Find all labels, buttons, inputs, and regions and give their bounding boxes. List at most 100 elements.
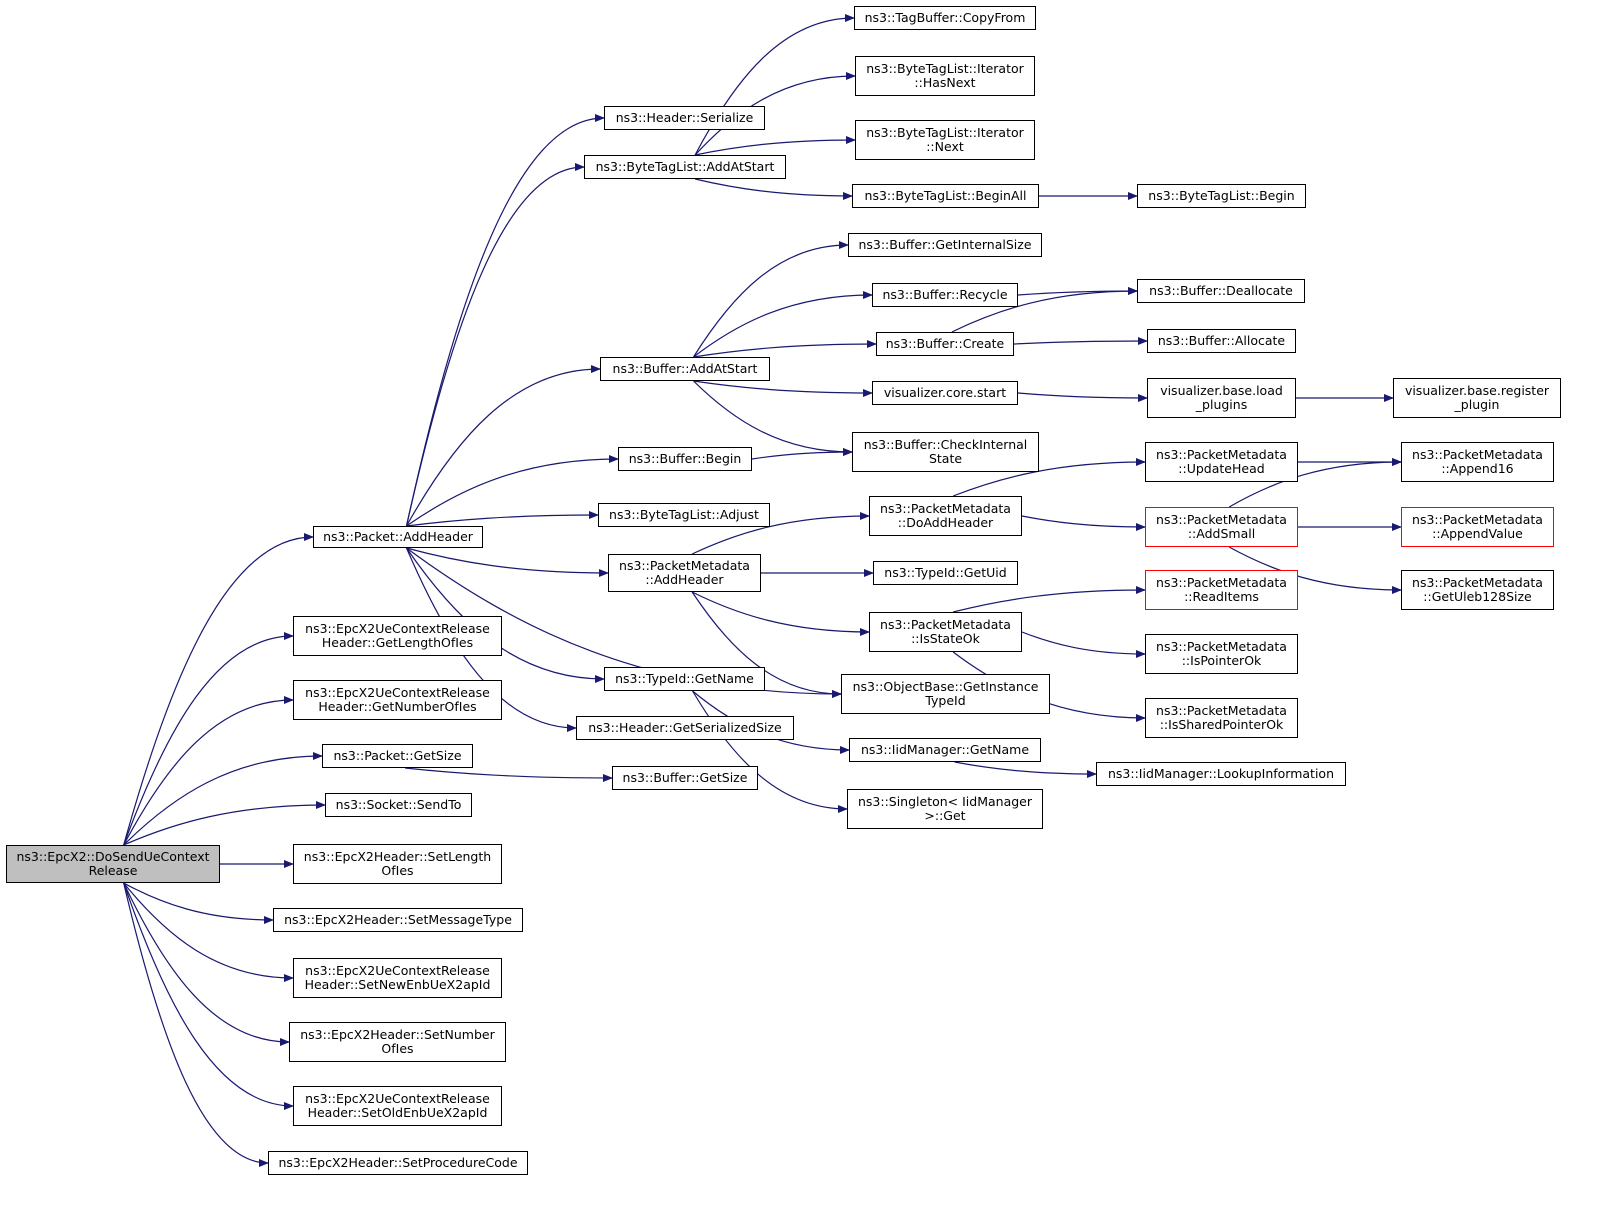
node-pm-getuleb128size[interactable]: ns3::PacketMetadata::GetUleb128Size [1401, 570, 1554, 610]
node-label: visualizer.base.register_plugin [1405, 384, 1549, 412]
edge-packet-getsize-to-buffer-getsize [404, 767, 613, 782]
node-label-line: State [928, 451, 963, 466]
node-iidmanager-lookupinformation[interactable]: ns3::IidManager::LookupInformation [1096, 762, 1346, 786]
node-label-line: OfIes [381, 1041, 414, 1056]
edge-packet-addheader-to-header-getserializedsize [405, 547, 577, 732]
node-btl-it-hasnext[interactable]: ns3::ByteTagList::Iterator::HasNext [855, 56, 1035, 96]
node-header-serialize[interactable]: ns3::Header::Serialize [604, 106, 765, 130]
node-pm-ispointerok[interactable]: ns3::PacketMetadata::IsPointerOk [1145, 634, 1298, 674]
node-socket-sendto[interactable]: ns3::Socket::SendTo [325, 793, 472, 817]
node-label-line: ns3::EpcX2UeContextRelease [305, 621, 490, 636]
node-singleton-get[interactable]: ns3::Singleton< IidManager>::Get [847, 789, 1043, 829]
node-packet-getsize[interactable]: ns3::Packet::GetSize [322, 744, 473, 768]
node-typeid-getname[interactable]: ns3::TypeId::GetName [604, 667, 765, 691]
edge-buffer-create-to-buffer-deallocate [951, 287, 1138, 333]
edge-packet-addheader-to-buffer-begin [406, 455, 619, 527]
edge-pm-addheader-to-objectbase-getinstancetypeid [691, 591, 842, 698]
node-label-line: ns3::Buffer::Recycle [882, 287, 1008, 302]
node-label: ns3::PacketMetadata::IsPointerOk [1156, 640, 1287, 668]
node-label-line: ns3::ByteTagList::Iterator [866, 125, 1024, 140]
node-label-line: ns3::PacketMetadata [1412, 512, 1543, 527]
node-label-line: ns3::EpcX2UeContextRelease [305, 685, 490, 700]
node-label-line: ns3::EpcX2::DoSendUeContext [16, 849, 210, 864]
node-btl-beginall[interactable]: ns3::ByteTagList::BeginAll [852, 184, 1039, 208]
node-label-line: ::IsStateOk [911, 631, 980, 646]
node-btl-adjust[interactable]: ns3::ByteTagList::Adjust [598, 503, 770, 527]
edge-buffer-addatstart-to-buffer-checkinternalstate [693, 380, 853, 456]
node-label: ns3::Buffer::Deallocate [1149, 284, 1293, 298]
node-label: ns3::ByteTagList::Begin [1148, 189, 1294, 203]
node-label-line: ns3::EpcX2Header::SetProcedureCode [278, 1155, 518, 1170]
node-label-line: ns3::Packet::GetSize [333, 748, 462, 763]
node-label-line: ns3::TypeId::GetUid [884, 565, 1007, 580]
node-label: ns3::Socket::SendTo [336, 798, 462, 812]
node-pm-addheader[interactable]: ns3::PacketMetadata::AddHeader [608, 554, 761, 592]
node-label-line: ::AppendValue [1432, 526, 1523, 541]
node-pm-issharedpointerok[interactable]: ns3::PacketMetadata::IsSharedPointerOk [1145, 698, 1298, 738]
edge-packet-addheader-to-buffer-addatstart [405, 365, 601, 527]
node-buffer-deallocate[interactable]: ns3::Buffer::Deallocate [1137, 279, 1305, 303]
node-label: ns3::PacketMetadata::UpdateHead [1156, 448, 1287, 476]
node-label: ns3::Header::GetSerializedSize [588, 721, 782, 735]
node-setprocedurecode[interactable]: ns3::EpcX2Header::SetProcedureCode [268, 1151, 528, 1175]
node-label-line: ns3::Buffer::GetInternalSize [858, 237, 1032, 252]
node-buffer-getsize[interactable]: ns3::Buffer::GetSize [612, 766, 758, 790]
node-pm-appendvalue[interactable]: ns3::PacketMetadata::AppendValue [1401, 507, 1554, 547]
node-label: ns3::Buffer::Create [886, 337, 1005, 351]
node-buffer-allocate[interactable]: ns3::Buffer::Allocate [1147, 329, 1296, 353]
edge-root-to-setprocedurecode [123, 882, 269, 1167]
node-label-line: ::UpdateHead [1178, 461, 1265, 476]
node-label-line: ns3::PacketMetadata [880, 501, 1011, 516]
node-buffer-recycle[interactable]: ns3::Buffer::Recycle [872, 283, 1018, 307]
node-header-getserializedsize[interactable]: ns3::Header::GetSerializedSize [576, 716, 794, 740]
node-vis-base-register-plugin[interactable]: visualizer.base.register_plugin [1393, 378, 1561, 418]
node-label: ns3::PacketMetadata::Append16 [1412, 448, 1543, 476]
node-packet-addheader[interactable]: ns3::Packet::AddHeader [313, 526, 483, 548]
node-label-line: Header::SetOldEnbUeX2apId [307, 1105, 488, 1120]
node-label-line: ::AddSmall [1187, 526, 1256, 541]
node-typeid-getuid[interactable]: ns3::TypeId::GetUid [873, 561, 1018, 585]
node-pm-isstateok[interactable]: ns3::PacketMetadata::IsStateOk [869, 612, 1022, 652]
node-pm-doaddheader[interactable]: ns3::PacketMetadata::DoAddHeader [869, 496, 1022, 536]
node-pm-append16[interactable]: ns3::PacketMetadata::Append16 [1401, 442, 1554, 482]
node-pm-readitems[interactable]: ns3::PacketMetadata::ReadItems [1145, 570, 1298, 610]
node-vis-base-load-plugins[interactable]: visualizer.base.load_plugins [1147, 378, 1296, 418]
node-buffer-begin[interactable]: ns3::Buffer::Begin [618, 447, 752, 471]
node-label: ns3::TypeId::GetUid [884, 566, 1006, 580]
node-pm-addsmall[interactable]: ns3::PacketMetadata::AddSmall [1145, 507, 1298, 547]
node-vis-core-start[interactable]: visualizer.core.start [872, 381, 1018, 405]
node-buffer-create[interactable]: ns3::Buffer::Create [876, 332, 1014, 356]
node-setmessagetype[interactable]: ns3::EpcX2Header::SetMessageType [273, 908, 523, 932]
node-iidmanager-getname[interactable]: ns3::IidManager::GetName [849, 738, 1041, 762]
node-label-line: ns3::PacketMetadata [1156, 639, 1287, 654]
node-label: ns3::Buffer::GetInternalSize [858, 238, 1031, 252]
node-label-line: ::IsPointerOk [1181, 653, 1262, 668]
edge-root-to-getlengthofies [123, 632, 294, 846]
edge-buffer-addatstart-to-buffer-recycle [693, 291, 873, 358]
edge-packet-addheader-to-btl-addatstart [405, 163, 585, 527]
edge-root-to-getnumberofies [123, 696, 294, 846]
node-btl-addatstart[interactable]: ns3::ByteTagList::AddAtStart [584, 155, 786, 179]
node-label-line: ::DoAddHeader [897, 515, 994, 530]
edge-btl-addatstart-to-tagbuffer-copyfrom [694, 14, 855, 156]
node-label-line: TypeId [925, 693, 966, 708]
node-buffer-getinternalsize[interactable]: ns3::Buffer::GetInternalSize [848, 233, 1042, 257]
node-buffer-addatstart[interactable]: ns3::Buffer::AddAtStart [600, 357, 770, 381]
node-tagbuffer-copyfrom[interactable]: ns3::TagBuffer::CopyFrom [854, 6, 1036, 30]
node-btl-begin[interactable]: ns3::ByteTagList::Begin [1137, 184, 1306, 208]
node-pm-updatehead[interactable]: ns3::PacketMetadata::UpdateHead [1145, 442, 1298, 482]
node-btl-it-next[interactable]: ns3::ByteTagList::Iterator::Next [855, 120, 1035, 160]
node-label-line: ns3::EpcX2Header::SetNumber [300, 1027, 495, 1042]
